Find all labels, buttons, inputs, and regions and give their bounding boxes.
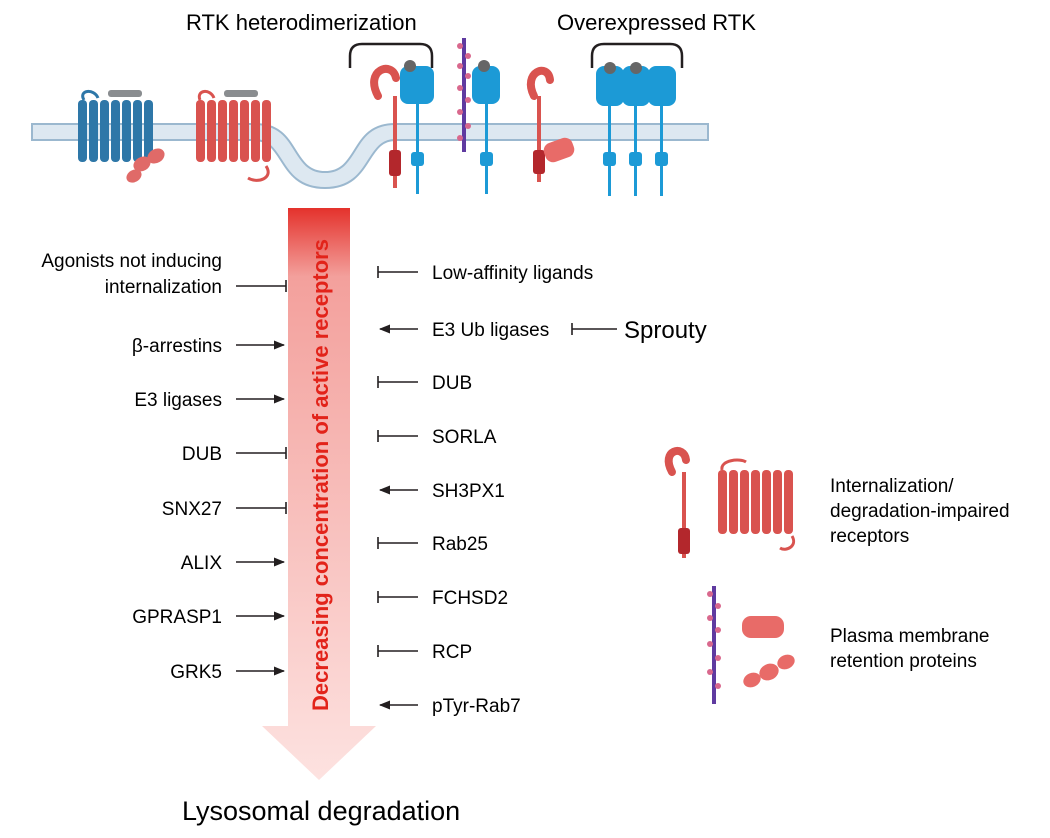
left-factor-label: GPRASP1: [132, 607, 222, 628]
label-sprouty: Sprouty: [624, 317, 707, 344]
sprouty-inhibition: Sprouty: [571, 317, 707, 344]
right-factor-e3-ub-ligases: E3 Ub ligases: [378, 320, 549, 341]
inhibit-bar: [377, 537, 418, 549]
bracket-heterodimerization: [348, 42, 434, 68]
inhibit-bar: [377, 591, 418, 603]
label-rtk-heterodimerization: RTK heterodimerization: [186, 10, 417, 35]
inhibit-bar: [377, 266, 418, 278]
right-factor-ptyr-rab7: pTyr-Rab7: [378, 696, 521, 717]
legend-retention-label: Plasma membrane retention proteins: [830, 626, 995, 672]
retention-protein: [457, 38, 471, 152]
left-factor-dub: DUB: [182, 444, 287, 465]
right-factor-label: FCHSD2: [432, 588, 508, 609]
right-factor-label: pTyr-Rab7: [432, 696, 521, 717]
inhibit-bar: [377, 430, 418, 442]
left-factor-alix: ALIX: [181, 553, 286, 574]
axis-label-decreasing-concentration: Decreasing concentration of active recep…: [308, 239, 333, 711]
legend-retention-icon: [707, 586, 795, 704]
right-factor-sh3px1: SH3PX1: [378, 481, 505, 502]
right-factor-low-affinity-ligands: Low-affinity ligands: [377, 263, 593, 284]
inhibit-bar: [236, 502, 287, 514]
gpcr-blue: [78, 90, 165, 183]
right-factor-fchsd2: FCHSD2: [377, 588, 508, 609]
rtk-blue-single: [472, 60, 500, 194]
rtk-red-with-retention: [526, 66, 575, 182]
left-factor-e3-ligases: E3 ligases: [134, 390, 286, 411]
label-overexpressed-rtk: Overexpressed RTK: [557, 10, 756, 35]
bracket-overexpressed: [590, 42, 684, 68]
right-factor-rcp: RCP: [377, 642, 472, 663]
left-factor-label: SNX27: [162, 499, 222, 520]
gpcr-red: [196, 90, 271, 182]
left-factor-grk5: GRK5: [170, 662, 286, 683]
degradation-arrow: Decreasing concentration of active recep…: [262, 208, 376, 780]
inhibit-bar: [236, 447, 287, 459]
left-factor-arrestins: β-arrestins: [132, 336, 286, 357]
inhibit-bar: [377, 645, 418, 657]
left-factor-label: DUB: [182, 444, 222, 465]
right-factor-sorla: SORLA: [377, 427, 497, 448]
right-factor-label: SORLA: [432, 427, 497, 448]
rtk-blue-dimer: [400, 60, 434, 194]
right-factor-label: Rab25: [432, 534, 488, 555]
label-lysosomal-degradation: Lysosomal degradation: [182, 796, 460, 826]
rtk-overexpressed-cluster: [596, 62, 676, 196]
rtk-red-impaired: [370, 64, 401, 188]
legend-impaired-label: Internalization/ degradation-impaired re…: [830, 476, 1015, 547]
left-factor-label: β-arrestins: [132, 336, 222, 357]
right-factor-label: SH3PX1: [432, 481, 505, 502]
legend: Internalization/ degradation-impaired re…: [664, 447, 1015, 704]
left-factor-label: E3 ligases: [134, 390, 222, 411]
right-factor-label: Low-affinity ligands: [432, 263, 593, 284]
right-factor-rab25: Rab25: [377, 534, 488, 555]
left-factor-label: ALIX: [181, 553, 223, 574]
right-factor-label: DUB: [432, 373, 472, 394]
legend-impaired-icon: [664, 447, 795, 558]
inhibit-bar: [236, 280, 287, 292]
left-factor-label: GRK5: [170, 662, 222, 683]
left-factor-gprasp1: GPRASP1: [132, 607, 286, 628]
right-factor-dub: DUB: [377, 373, 472, 394]
right-factor-label: E3 Ub ligases: [432, 320, 549, 341]
inhibit-bar: [377, 376, 418, 388]
right-factor-label: RCP: [432, 642, 472, 663]
left-factor-snx27: SNX27: [162, 499, 287, 520]
membrane-scene: RTK heterodimerization Overexpressed RTK: [31, 10, 756, 196]
